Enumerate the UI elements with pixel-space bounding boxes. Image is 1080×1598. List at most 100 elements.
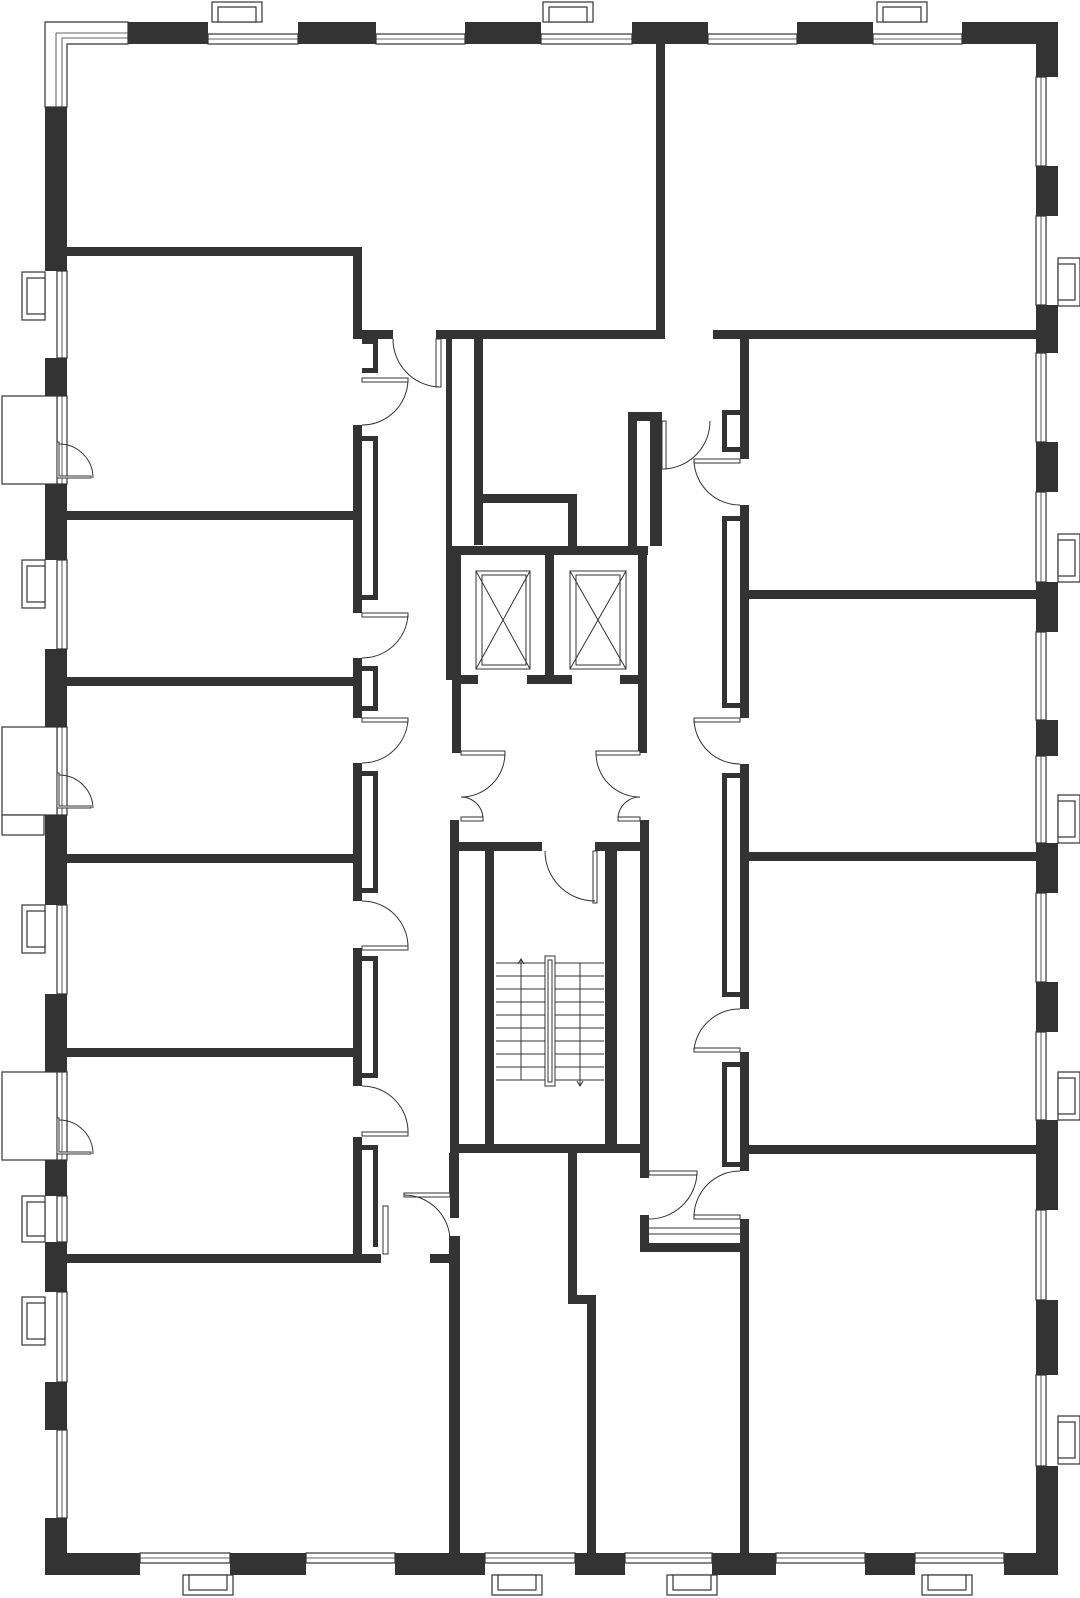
balcony-1 (1, 395, 58, 485)
right-corridor-seg-4 (740, 1052, 749, 1171)
exterior-walls (45, 22, 1058, 1575)
shaft-right-col-a (628, 412, 637, 546)
top-wall-4 (632, 22, 708, 44)
stair-inner-left (485, 842, 494, 1152)
balcony-3 (1, 1071, 58, 1161)
left-wall-1 (45, 107, 67, 271)
shaft-right-col-b (650, 412, 662, 546)
left-wall-3 (45, 484, 67, 560)
windows (21, 1, 1080, 1596)
left-wall-7 (45, 1160, 67, 1196)
left-wall-2 (45, 358, 67, 396)
balcony-2-sill (1, 814, 45, 836)
left-wall-9 (45, 1382, 67, 1430)
left-wall-8 (45, 1242, 67, 1292)
stair-hall-right (640, 820, 649, 1178)
left-corridor-seg-1 (353, 425, 362, 613)
lower-center-step (568, 1295, 596, 1304)
wall-lower-right-stub (640, 1215, 649, 1252)
wall-lower-right-ledge (649, 1243, 740, 1252)
right-corridor-seg-5 (740, 1219, 749, 1553)
left-corridor-seg-3 (353, 763, 362, 901)
top-wall-2 (298, 22, 376, 44)
left-corridor-seg-5 (353, 1137, 362, 1257)
elevator-bottom-l2 (527, 675, 572, 684)
left-wall-6 (45, 994, 67, 1072)
stair-inner-right-2 (612, 842, 617, 1152)
wall-right-room-2 (749, 590, 1036, 599)
bottom-wall-3 (395, 1553, 485, 1575)
top-wall-5 (797, 22, 873, 44)
wall-central-top-horiz (436, 330, 665, 339)
elevators (475, 570, 627, 670)
wall-left-room-3 (67, 677, 361, 686)
left-corridor-seg-2 (353, 658, 362, 718)
right-wall-11 (1036, 1466, 1058, 1575)
bottom-wall-2 (230, 1553, 306, 1575)
stair-arrows (517, 958, 584, 1087)
lower-left-corridor-wall (449, 1236, 460, 1553)
right-wall-7 (1036, 843, 1058, 893)
bottom-windows (139, 1552, 1005, 1596)
wall-ur-horizontal (713, 330, 1036, 339)
stair-top-left (450, 842, 542, 851)
left-wall-4 (45, 649, 67, 727)
wall-ul-vertical (353, 247, 362, 332)
stair-hall-left (450, 820, 459, 1218)
shaft-left-wall (446, 330, 452, 680)
left-windows (21, 270, 68, 1519)
wall-left-room-5 (67, 1048, 353, 1057)
wall-left-room-6 (67, 1254, 381, 1263)
balconies (1, 395, 94, 1161)
wall-left-room-4 (67, 854, 353, 863)
wall-right-room-3 (749, 852, 1036, 861)
right-windows (1035, 76, 1080, 1467)
right-wall-2 (1036, 166, 1058, 216)
elevator-divider (545, 546, 554, 680)
wall-lower-left-stub (430, 1254, 458, 1263)
bottom-wall-4 (575, 1553, 625, 1575)
right-corridor-seg-3 (740, 764, 749, 1009)
shaft-box-top (474, 494, 577, 503)
right-wall-1 (1036, 22, 1058, 77)
balcony-2 (1, 726, 58, 816)
stair-inner-right (605, 842, 614, 1152)
wall-right-room-4 (749, 1145, 1036, 1154)
hall-left-upper (452, 675, 461, 753)
elevator-bottom-l1 (452, 675, 478, 684)
elevator-frame-left (452, 546, 461, 680)
right-wall-4 (1036, 442, 1058, 492)
shaft-box-right (568, 494, 577, 546)
right-wall-10 (1036, 1300, 1058, 1375)
shaft-right-col-top (628, 412, 662, 421)
top-wall-1 (128, 22, 208, 44)
top-wall-6 (962, 22, 1050, 44)
right-wall-3 (1036, 305, 1058, 353)
wall-central-top-vert (656, 44, 665, 337)
right-corridor-seg-2 (740, 505, 749, 718)
corner-window (44, 21, 129, 108)
wall-ul-horizontal (67, 247, 361, 256)
right-wall-8 (1036, 982, 1058, 1032)
lower-center-divider (568, 1153, 577, 1303)
elevator-frame-right (638, 546, 647, 680)
elevator-1 (475, 570, 531, 670)
stair-bottom (450, 1144, 649, 1153)
lower-left-corridor-wall-2 (449, 1153, 458, 1193)
elevator-bottom-r (620, 675, 647, 684)
right-wall-9 (1036, 1120, 1058, 1210)
shaft-left-wall-2 (474, 330, 483, 545)
bottom-wall-1 (45, 1553, 140, 1575)
stair-top-right (595, 842, 649, 851)
staircase (496, 955, 604, 1087)
right-wall-6 (1036, 720, 1058, 756)
left-wall-5 (45, 815, 67, 905)
hall-right-upper (638, 675, 647, 753)
top-windows (207, 1, 963, 45)
wall-left-room-2 (67, 511, 353, 520)
right-wall-5 (1036, 582, 1058, 632)
elevator-2 (569, 570, 627, 670)
bottom-wall-5 (712, 1553, 776, 1575)
interior-walls (67, 44, 1036, 1553)
left-wall-10 (45, 1518, 67, 1575)
